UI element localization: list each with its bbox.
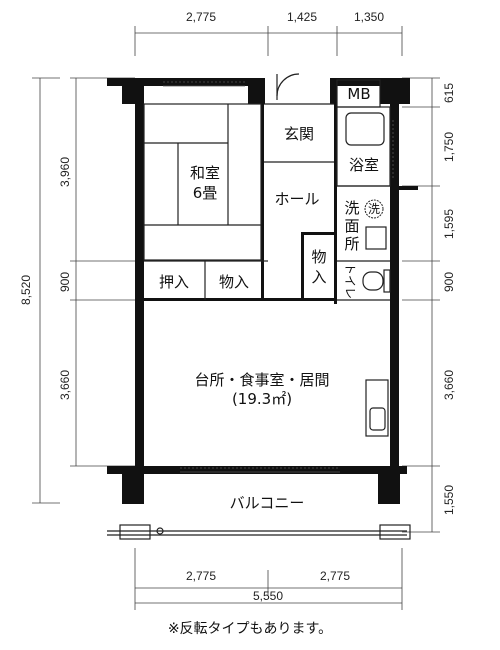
dimension-top bbox=[134, 26, 403, 56]
room-mb: MB bbox=[347, 85, 370, 103]
walls bbox=[107, 78, 418, 504]
dim-bottom-2: 2,775 bbox=[320, 569, 350, 583]
dimension-right bbox=[402, 77, 440, 533]
room-balcony: バルコニー bbox=[230, 494, 305, 512]
room-washitsu: 和室 bbox=[190, 164, 220, 182]
room-senmenjo-2: 面 bbox=[344, 217, 359, 235]
room-monoire-left: 物入 bbox=[219, 273, 249, 291]
windows bbox=[163, 81, 394, 473]
room-oshiire: 押入 bbox=[159, 273, 189, 291]
dim-right-2: 1,750 bbox=[442, 132, 456, 162]
dimension-left bbox=[32, 77, 135, 504]
washer-label: 洗 bbox=[368, 202, 380, 216]
room-ldk: 台所・食事室・居間 bbox=[194, 371, 329, 389]
dim-left-3: 3,660 bbox=[58, 370, 72, 400]
dim-left-total: 8,520 bbox=[19, 275, 33, 305]
room-senmenjo-1: 洗 bbox=[344, 199, 359, 217]
room-monoire-right-2: 入 bbox=[311, 268, 326, 286]
room-senmenjo-3: 所 bbox=[344, 235, 359, 253]
dim-top-2: 1,425 bbox=[287, 10, 317, 24]
dim-left-1: 3,960 bbox=[58, 157, 72, 187]
room-ldk-area: (19.3㎡) bbox=[232, 390, 292, 408]
dim-right-6: 1,550 bbox=[442, 485, 456, 515]
washer-icon bbox=[364, 199, 384, 219]
dim-right-1: 615 bbox=[442, 83, 456, 103]
room-genkan: 玄関 bbox=[284, 125, 314, 143]
dim-bottom-total: 5,550 bbox=[253, 589, 283, 603]
interior-lines bbox=[107, 73, 411, 540]
dim-top-1: 2,775 bbox=[186, 10, 216, 24]
room-washitsu-size: 6畳 bbox=[193, 184, 218, 202]
dim-right-4: 900 bbox=[442, 272, 456, 292]
room-monoire-right-1: 物 bbox=[311, 248, 326, 266]
dim-left-2: 900 bbox=[58, 272, 72, 292]
dim-top-3: 1,350 bbox=[354, 10, 384, 24]
room-toilet: トイレ bbox=[343, 263, 357, 299]
room-yokushitsu: 浴室 bbox=[349, 156, 379, 174]
dim-bottom-1: 2,775 bbox=[186, 569, 216, 583]
dim-right-3: 1,595 bbox=[442, 209, 456, 239]
dimension-bottom bbox=[134, 548, 403, 610]
footnote: ※反転タイプもあります。 bbox=[167, 621, 333, 637]
dim-right-5: 3,660 bbox=[442, 370, 456, 400]
room-hall: ホール bbox=[274, 190, 319, 208]
